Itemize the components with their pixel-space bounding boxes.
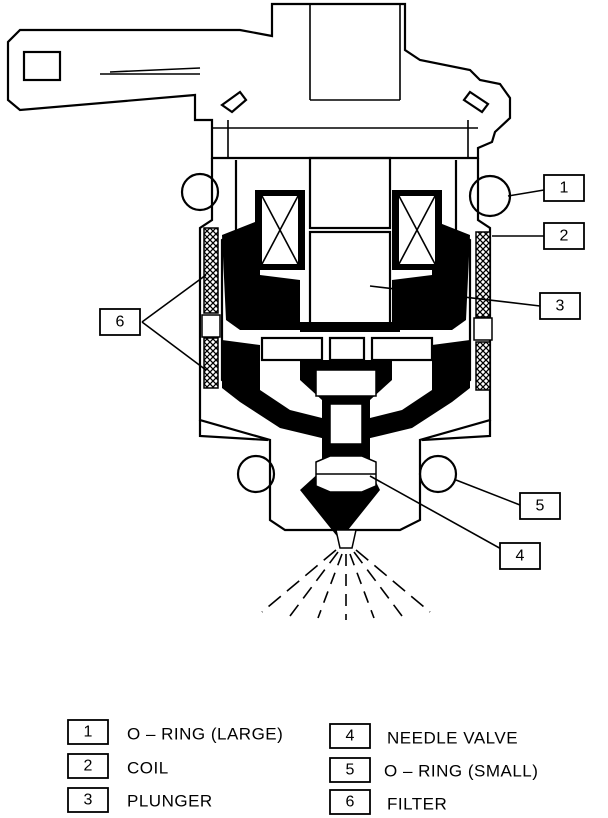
callout-number: 2 (560, 228, 569, 245)
filter-left (201, 227, 221, 389)
callout-2: 2 (543, 222, 585, 250)
callout-number: 4 (516, 548, 525, 565)
coil-left (255, 190, 305, 270)
callout-number: 6 (116, 314, 125, 331)
o-ring-large (180, 172, 512, 218)
svg-text:5: 5 (346, 762, 355, 779)
electrical-connector (6, 2, 512, 160)
legend-label: NEEDLE VALVE (387, 729, 518, 748)
legend-label: PLUNGER (127, 792, 213, 811)
legend-item-6: 6 FILTER (329, 789, 447, 815)
svg-text:6: 6 (346, 794, 355, 811)
legend-item-3: 3 PLUNGER (67, 787, 213, 813)
callout-6: 6 (99, 308, 141, 336)
legend-label: COIL (127, 759, 169, 778)
callout-3: 3 (539, 292, 581, 320)
legend: 1 O – RING (LARGE) 2 COIL 3 PLUNGER 4 NE… (67, 719, 538, 815)
callout-number: 1 (560, 180, 569, 197)
filter-right (473, 231, 493, 391)
legend-item-1: 1 O – RING (LARGE) (67, 719, 283, 745)
injector-body (198, 158, 492, 532)
callout-number: 5 (536, 498, 545, 515)
callout-4: 4 (499, 542, 541, 570)
coil-right (392, 190, 442, 270)
legend-item-4: 4 NEEDLE VALVE (329, 723, 518, 749)
fuel-spray (261, 549, 431, 620)
legend-label: O – RING (SMALL) (384, 762, 538, 781)
legend-label: O – RING (LARGE) (127, 725, 283, 744)
leader-lines (141, 189, 545, 556)
legend-label: FILTER (387, 795, 447, 814)
callout-number: 3 (556, 298, 565, 315)
callout-1: 1 (543, 174, 585, 202)
svg-text:3: 3 (84, 792, 93, 809)
svg-text:1: 1 (84, 724, 93, 741)
needle-valve (300, 360, 392, 549)
o-ring-small (236, 454, 458, 494)
callout-5: 5 (519, 492, 561, 520)
svg-text:2: 2 (84, 758, 93, 775)
svg-text:4: 4 (346, 728, 355, 745)
legend-item-2: 2 COIL (67, 753, 169, 779)
legend-item-5: 5 O – RING (SMALL) (329, 757, 538, 783)
